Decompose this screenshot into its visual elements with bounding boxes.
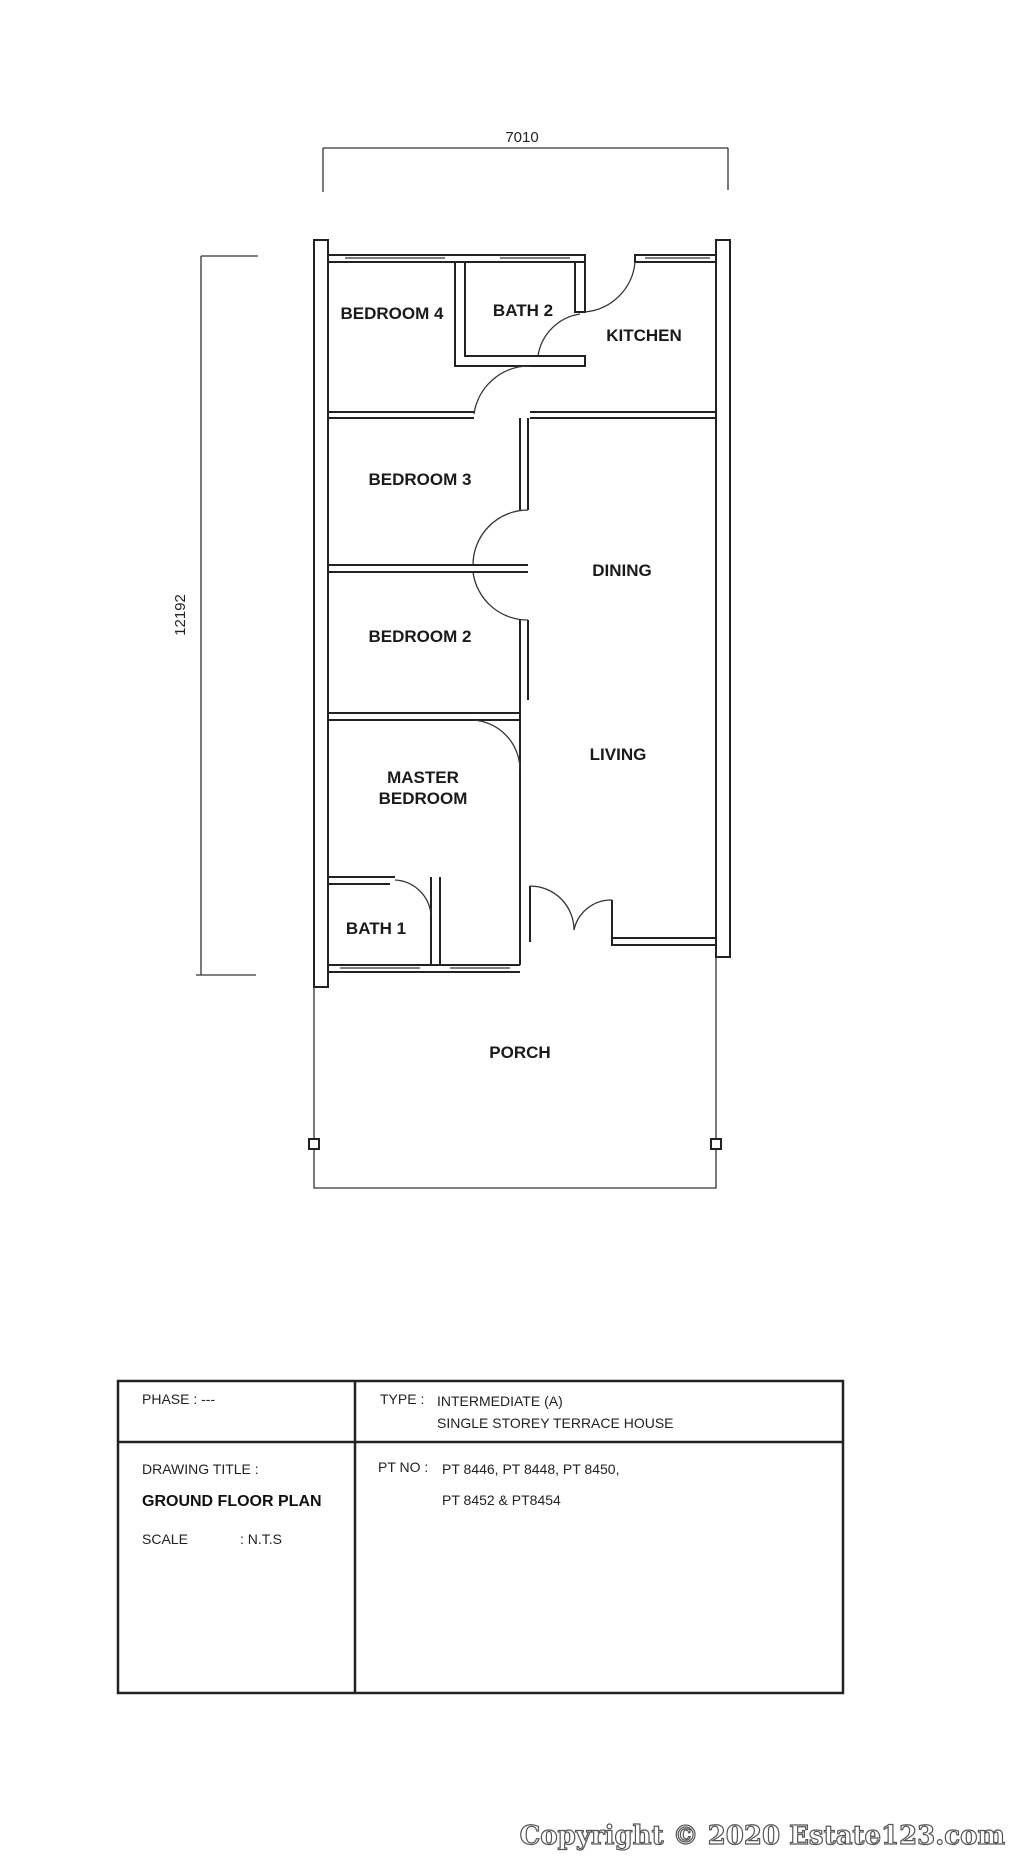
width-dimension-label: 7010	[505, 129, 538, 146]
room-label-master-1: MASTER	[387, 768, 459, 787]
kitchen-door-swing	[584, 261, 636, 313]
right-wall	[715, 239, 731, 958]
drawing-title-label: DRAWING TITLE :	[142, 1461, 259, 1477]
room-label-bath1: BATH 1	[346, 919, 406, 938]
scale-value: : N.T.S	[240, 1531, 282, 1547]
depth-dimension: 12192	[172, 255, 258, 976]
porch-column-right	[710, 1138, 722, 1150]
room-label-bedroom4: BEDROOM 4	[341, 304, 445, 323]
title-block: PHASE : --- TYPE : INTERMEDIATE (A) SING…	[116, 1379, 845, 1695]
copyright-watermark: Copyright © 2020 Estate123.com	[520, 1821, 1005, 1851]
depth-dimension-label: 12192	[172, 594, 189, 636]
room-label-living: LIVING	[590, 745, 647, 764]
bath2-walls	[454, 261, 636, 367]
width-dimension: 7010	[322, 129, 729, 192]
room-label-bedroom2: BEDROOM 2	[369, 627, 472, 646]
bath1-walls	[328, 876, 441, 965]
pt-no-line-2: PT 8452 & PT8454	[442, 1492, 561, 1508]
entrance-jambs	[529, 886, 613, 942]
bath2-door-swing	[537, 313, 581, 357]
type-line-1: INTERMEDIATE (A)	[437, 1393, 563, 1409]
bedroom-doors-swing	[472, 509, 529, 621]
porch-column-left	[308, 1138, 320, 1150]
bedroom2-bottom-wall	[328, 712, 520, 721]
room-label-dining: DINING	[592, 561, 652, 580]
type-label: TYPE :	[380, 1391, 424, 1407]
room-label-bedroom3: BEDROOM 3	[369, 470, 472, 489]
room-label-bath2: BATH 2	[493, 301, 553, 320]
left-wall	[313, 239, 329, 988]
front-wall	[328, 964, 520, 973]
bedrooms-right-wall	[519, 418, 529, 965]
pt-no-label: PT NO :	[378, 1459, 428, 1475]
living-window	[611, 937, 717, 946]
drawing-title: GROUND FLOOR PLAN	[142, 1493, 322, 1510]
room-label-kitchen: KITCHEN	[606, 326, 682, 345]
main-door-swing	[529, 885, 613, 931]
scale-label: SCALE	[142, 1531, 188, 1547]
bedroom3-bedroom2-wall	[328, 564, 528, 573]
rear-windows	[327, 254, 717, 263]
porch-outline	[313, 957, 717, 1189]
kitchen-bottom-wall	[328, 411, 716, 419]
pt-no-line-1: PT 8446, PT 8448, PT 8450,	[442, 1461, 619, 1477]
room-label-porch: PORCH	[489, 1043, 550, 1062]
type-line-2: SINGLE STOREY TERRACE HOUSE	[437, 1415, 674, 1431]
room-label-master-2: BEDROOM	[379, 789, 468, 808]
bedroom4-door-swing	[473, 365, 531, 415]
bath1-door-swing	[394, 879, 432, 916]
master-door-swing	[472, 719, 521, 771]
phase-label: PHASE : ---	[142, 1391, 215, 1407]
